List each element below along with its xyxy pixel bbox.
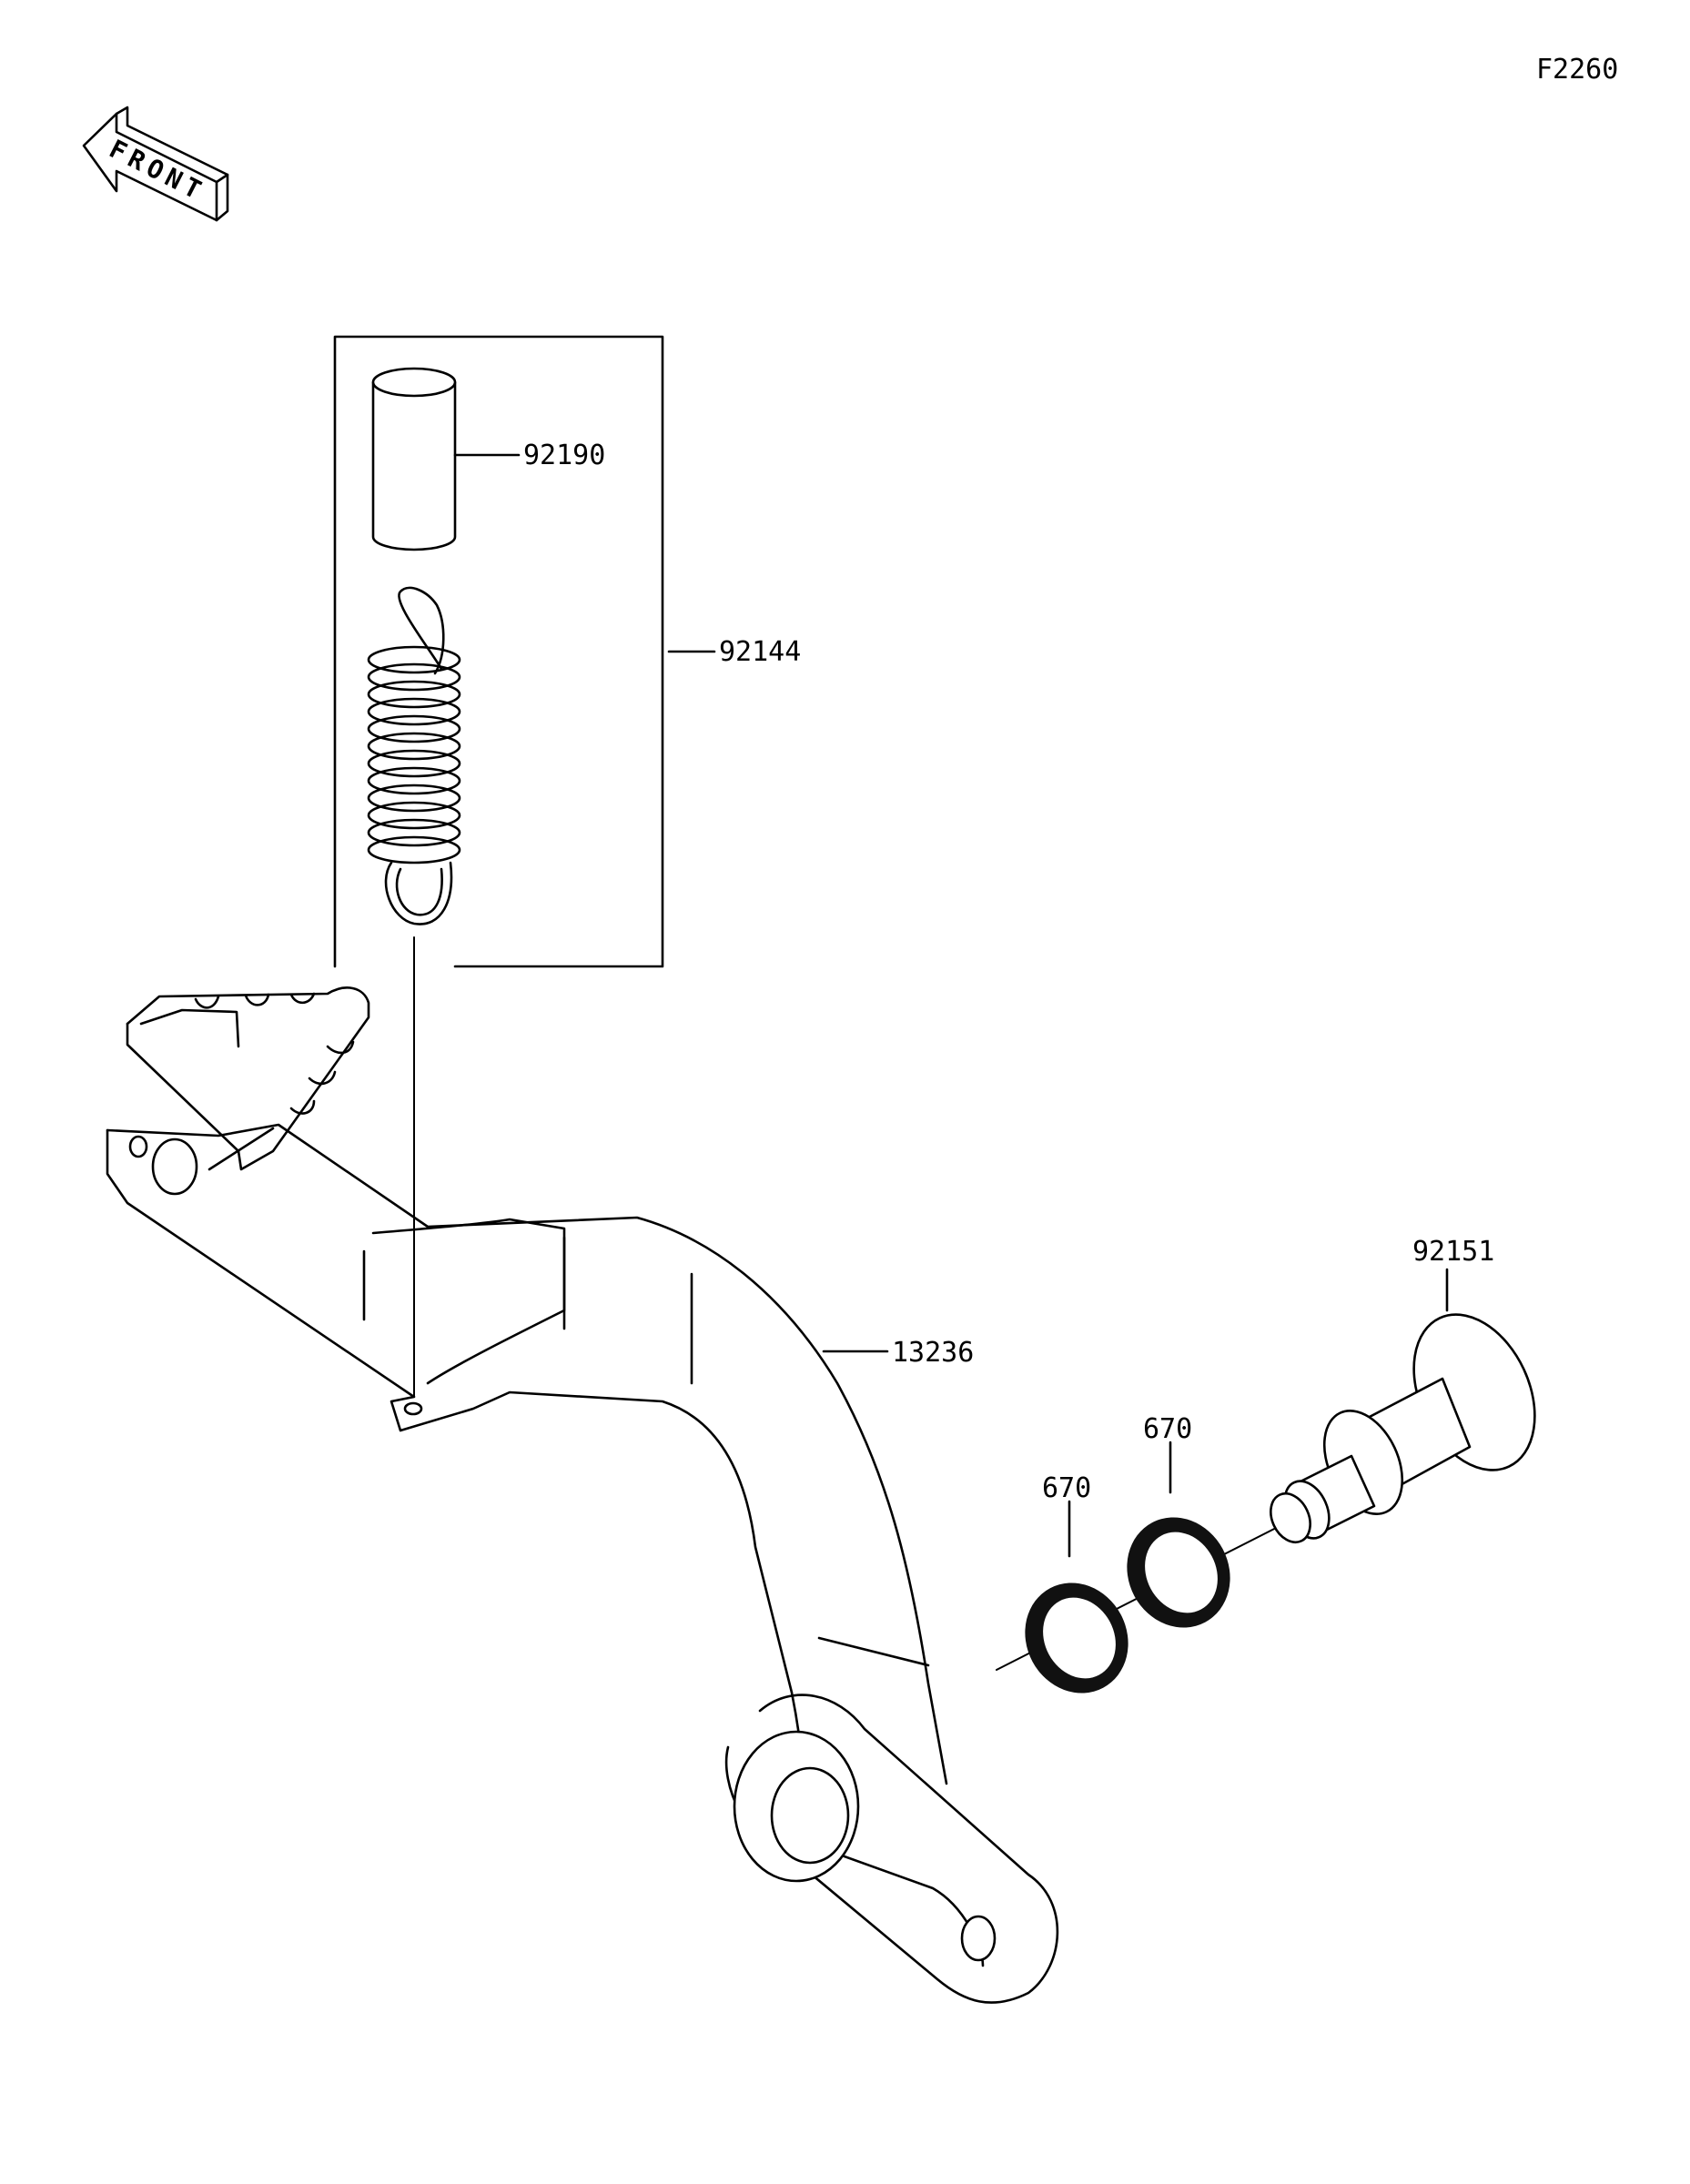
washer-inner-part[interactable] xyxy=(1006,1500,1147,1712)
spring-part[interactable] xyxy=(367,586,461,925)
sleeve-part[interactable] xyxy=(371,367,521,551)
label-92144: 92144 xyxy=(719,636,801,668)
label-13236: 13236 xyxy=(892,1337,974,1369)
brake-pedal-part[interactable] xyxy=(106,986,1059,2004)
label-670-outer: 670 xyxy=(1143,1413,1192,1445)
front-arrow-icon: FRONT xyxy=(82,106,229,222)
label-92190: 92190 xyxy=(523,440,605,471)
washer-outer-part[interactable] xyxy=(1108,1441,1249,1646)
label-92151: 92151 xyxy=(1412,1236,1494,1268)
pivot-bolt-part[interactable] xyxy=(1263,1268,1558,1549)
figure-code: F2260 xyxy=(1536,54,1618,86)
spring-kit-box xyxy=(333,335,716,968)
label-670-inner: 670 xyxy=(1042,1472,1091,1504)
